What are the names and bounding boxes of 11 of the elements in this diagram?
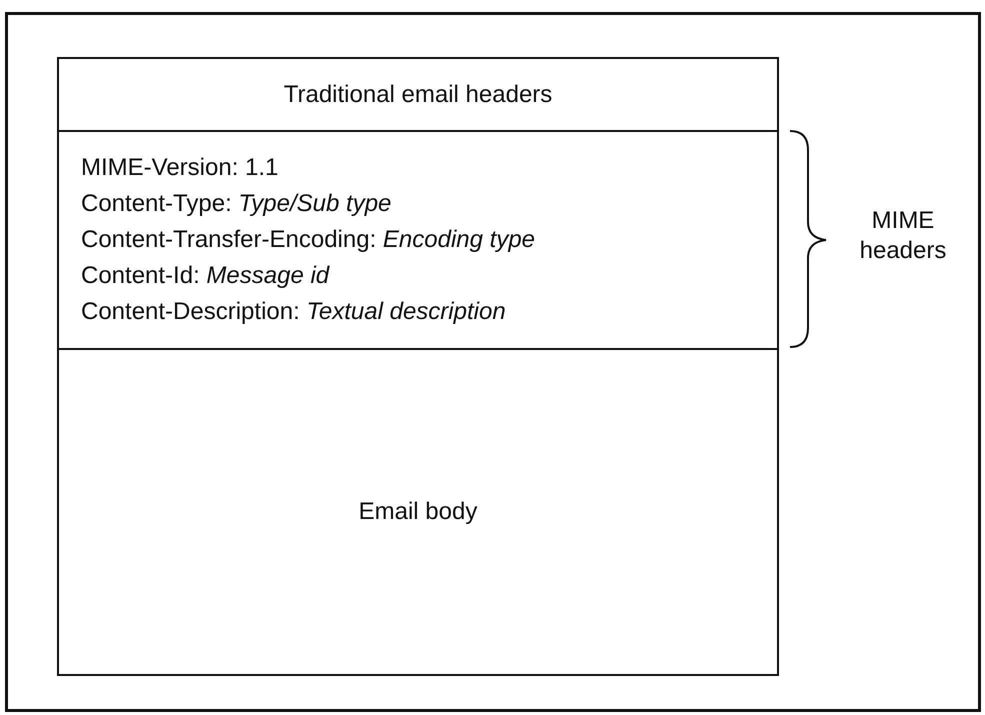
- header-field-text: Content-Type: Type/Sub type: [81, 189, 392, 219]
- section-title: Email body: [358, 497, 478, 527]
- body-section: [57, 348, 779, 676]
- section-title: Traditional email headers: [284, 80, 552, 110]
- header-field-text: Content-Transfer-Encoding: Encoding type: [81, 225, 536, 255]
- header-field-text: Content-Description: Textual description: [81, 297, 506, 327]
- mime-header-section: [57, 130, 779, 350]
- header-section: [57, 57, 779, 132]
- header-field-text: MIME-Version: 1.1: [81, 153, 278, 183]
- brace-label: MIME headers: [858, 206, 948, 266]
- header-field-text: Content-Id: Message id: [81, 261, 330, 291]
